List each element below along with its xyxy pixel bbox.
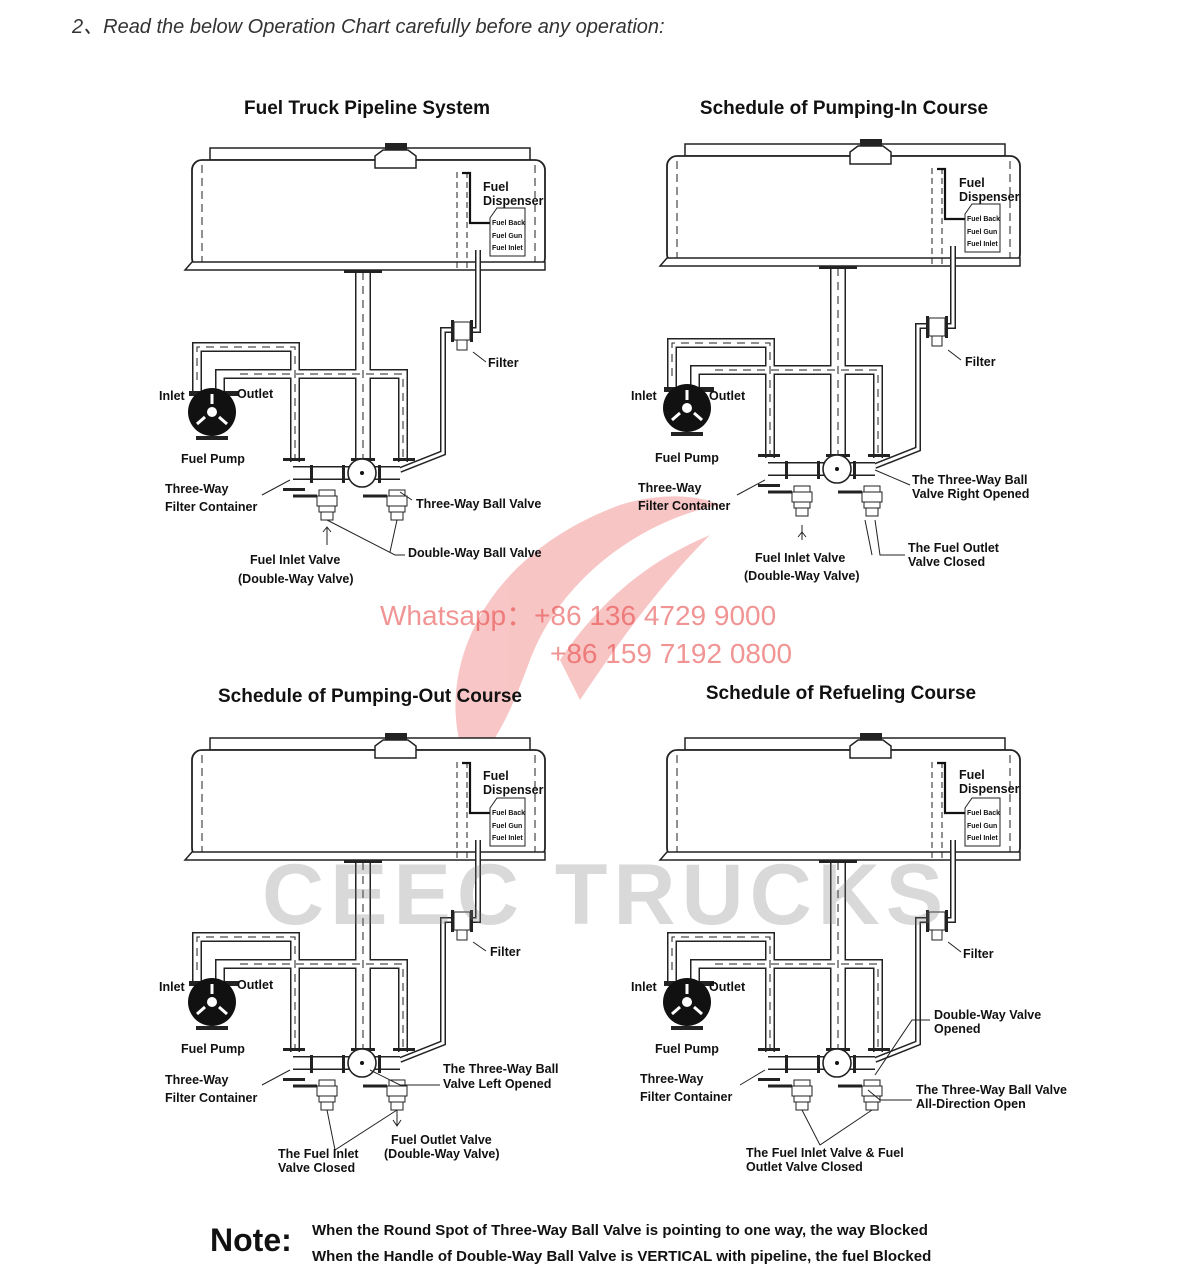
label-fuel-inlet: Fuel Inlet — [967, 241, 998, 248]
label-outlet: Outlet — [709, 389, 746, 403]
label-fuel-gun: Fuel Gun — [967, 823, 998, 830]
label-double-way-valve: (Double-Way Valve) — [238, 572, 354, 586]
label-double-way-opened-1: Double-Way Valve — [934, 1008, 1042, 1022]
watermark-whatsapp-2: +86 159 7192 0800 — [550, 638, 793, 669]
label-fuel-pump: Fuel Pump — [655, 1042, 719, 1056]
label-valves-closed-1: The Fuel Inlet Valve & Fuel — [746, 1146, 904, 1160]
label-double-way-valve: (Double-Way Valve) — [744, 569, 860, 583]
label-double-way-ball-valve: Double-Way Ball Valve — [408, 546, 542, 560]
label-fuel: Fuel — [483, 180, 509, 194]
label-three-way: Three-Way — [165, 482, 229, 496]
label-filter: Filter — [488, 356, 519, 370]
label-fuel-gun: Fuel Gun — [492, 233, 523, 240]
note-line-1: When the Round Spot of Three-Way Ball Va… — [312, 1222, 928, 1239]
panel-title: Schedule of Pumping-Out Course — [217, 686, 523, 707]
label-fuel-inlet: Fuel Inlet — [492, 245, 523, 252]
label-inlet: Inlet — [631, 389, 657, 403]
label-filter: Filter — [965, 355, 996, 369]
label-filter-container: Filter Container — [165, 1091, 258, 1105]
label-dispenser: Dispenser — [959, 782, 1020, 796]
label-double-way-valve: (Double-Way Valve) — [384, 1147, 500, 1161]
label-ball-valve-1: The Three-Way Ball — [443, 1062, 559, 1076]
watermark-whatsapp-1: Whatsapp：+86 136 4729 9000 — [380, 600, 777, 631]
label-fuel-gun: Fuel Gun — [492, 823, 523, 830]
watermark-brand: CEEC TRUCKS — [262, 847, 950, 943]
label-three-way: Three-Way — [640, 1072, 704, 1086]
label-inlet: Inlet — [631, 980, 657, 994]
note-line-2: When the Handle of Double-Way Ball Valve… — [312, 1248, 932, 1265]
label-fuel: Fuel — [483, 769, 509, 783]
label-ball-valve-2: Valve Left Opened — [443, 1077, 552, 1091]
label-double-way-opened-2: Opened — [934, 1022, 981, 1036]
label-fuel-outlet-valve: Fuel Outlet Valve — [391, 1133, 492, 1147]
label-inlet-valve-2: Valve Closed — [278, 1161, 356, 1175]
label-fuel-back: Fuel Back — [492, 220, 526, 227]
label-filter: Filter — [963, 947, 994, 961]
diagram-pipeline-system — [185, 143, 545, 556]
label-fuel-inlet-valve: Fuel Inlet Valve — [250, 553, 341, 567]
label-fuel-pump: Fuel Pump — [655, 451, 719, 465]
label-fuel-inlet-valve: Fuel Inlet Valve — [755, 551, 846, 565]
label-fuel-back: Fuel Back — [967, 216, 1001, 223]
label-filter-container: Filter Container — [165, 500, 258, 514]
label-outlet-valve-1: The Fuel Outlet — [908, 541, 999, 555]
label-valves-closed-2: Outlet Valve Closed — [746, 1160, 863, 1174]
panel-title: Schedule of Pumping-In Course — [699, 98, 989, 119]
label-outlet: Outlet — [237, 387, 274, 401]
diagram-refueling — [660, 733, 1020, 1146]
label-fuel-pump: Fuel Pump — [181, 452, 245, 466]
label-inlet: Inlet — [159, 980, 185, 994]
panel-title: Fuel Truck Pipeline System — [243, 98, 491, 119]
label-outlet: Outlet — [237, 978, 274, 992]
label-filter: Filter — [490, 945, 521, 959]
panel-title: Schedule of Refueling Course — [705, 683, 977, 704]
label-fuel: Fuel — [959, 768, 985, 782]
label-dispenser: Dispenser — [483, 783, 544, 797]
label-ball-valve-1: The Three-Way Ball Valve — [916, 1083, 1067, 1097]
label-ball-valve-2: All-Direction Open — [916, 1097, 1026, 1111]
label-three-way-ball-valve: Three-Way Ball Valve — [416, 497, 542, 511]
label-filter-container: Filter Container — [638, 499, 731, 513]
label-fuel: Fuel — [959, 176, 985, 190]
label-dispenser: Dispenser — [483, 194, 544, 208]
label-fuel-inlet: Fuel Inlet — [492, 835, 523, 842]
label-three-way: Three-Way — [165, 1073, 229, 1087]
label-three-way: Three-Way — [638, 481, 702, 495]
label-inlet-valve-1: The Fuel Inlet — [278, 1147, 359, 1161]
instruction-header: 2、Read the below Operation Chart careful… — [72, 16, 665, 38]
label-inlet: Inlet — [159, 389, 185, 403]
diagram-pumping-in — [660, 139, 1020, 556]
label-fuel-back: Fuel Back — [492, 810, 526, 817]
label-filter-container: Filter Container — [640, 1090, 733, 1104]
label-fuel-pump: Fuel Pump — [181, 1042, 245, 1056]
label-fuel-back: Fuel Back — [967, 810, 1001, 817]
label-fuel-inlet: Fuel Inlet — [967, 835, 998, 842]
label-fuel-gun: Fuel Gun — [967, 229, 998, 236]
diagram-pumping-out — [185, 733, 545, 1151]
label-ball-valve-1: The Three-Way Ball — [912, 473, 1028, 487]
label-outlet-valve-2: Valve Closed — [908, 555, 986, 569]
label-dispenser: Dispenser — [959, 190, 1020, 204]
label-outlet: Outlet — [709, 980, 746, 994]
note-label: Note: — [210, 1222, 292, 1258]
ceec-logo-watermark — [455, 496, 720, 770]
label-ball-valve-2: Valve Right Opened — [912, 487, 1030, 501]
